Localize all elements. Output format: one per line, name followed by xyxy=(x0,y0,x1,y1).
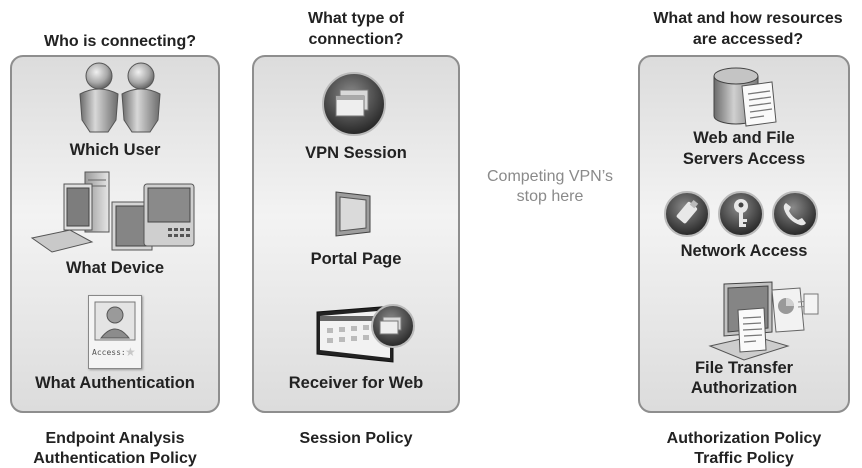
item-web-file-2: Servers Access xyxy=(682,150,806,168)
users-icon xyxy=(79,62,161,133)
item-file-transfer-2: Authorization xyxy=(690,379,798,397)
key-icon xyxy=(718,191,764,237)
endpoint-footer-1: Endpoint Analysis xyxy=(45,430,185,447)
item-which-user: Which User xyxy=(69,141,161,159)
phone-icon xyxy=(772,191,818,237)
vpn-session-icon xyxy=(322,72,386,136)
access-badge-icon: Access: ★ xyxy=(88,295,142,369)
devices-icon xyxy=(30,171,195,253)
item-web-file-1: Web and File xyxy=(693,129,795,147)
item-portal-page: Portal Page xyxy=(310,250,402,268)
authorization-footer-2: Traffic Policy xyxy=(694,450,794,467)
item-vpn-session: VPN Session xyxy=(305,144,407,162)
authorization-footer-1: Authorization Policy xyxy=(666,430,822,447)
competing-vpn-line2: stop here xyxy=(516,188,584,205)
item-what-device: What Device xyxy=(65,259,165,277)
item-receiver-for-web: Receiver for Web xyxy=(288,374,424,392)
receiver-web-icon xyxy=(316,304,415,363)
badge-access-label: Access: xyxy=(92,348,126,357)
server-document-icon xyxy=(713,67,777,127)
item-file-transfer-1: File Transfer xyxy=(694,359,794,377)
session-footer: Session Policy xyxy=(299,430,413,447)
star-icon: ★ xyxy=(125,345,136,359)
portal-monitor-icon xyxy=(335,191,371,237)
endpoint-header: Who is connecting? xyxy=(44,33,196,50)
session-header-2: connection? xyxy=(308,31,404,48)
item-network-access: Network Access xyxy=(680,242,808,260)
authorization-header-1: What and how resources xyxy=(653,10,843,27)
authorization-header-2: are accessed? xyxy=(692,31,804,48)
session-header-1: What type of xyxy=(308,10,404,27)
usb-icon xyxy=(664,191,710,237)
item-what-authentication: What Authentication xyxy=(35,374,195,392)
laptop-file-icon xyxy=(708,281,819,361)
competing-vpn-line1: Competing VPN’s xyxy=(487,168,613,185)
endpoint-footer-2: Authentication Policy xyxy=(33,450,197,467)
